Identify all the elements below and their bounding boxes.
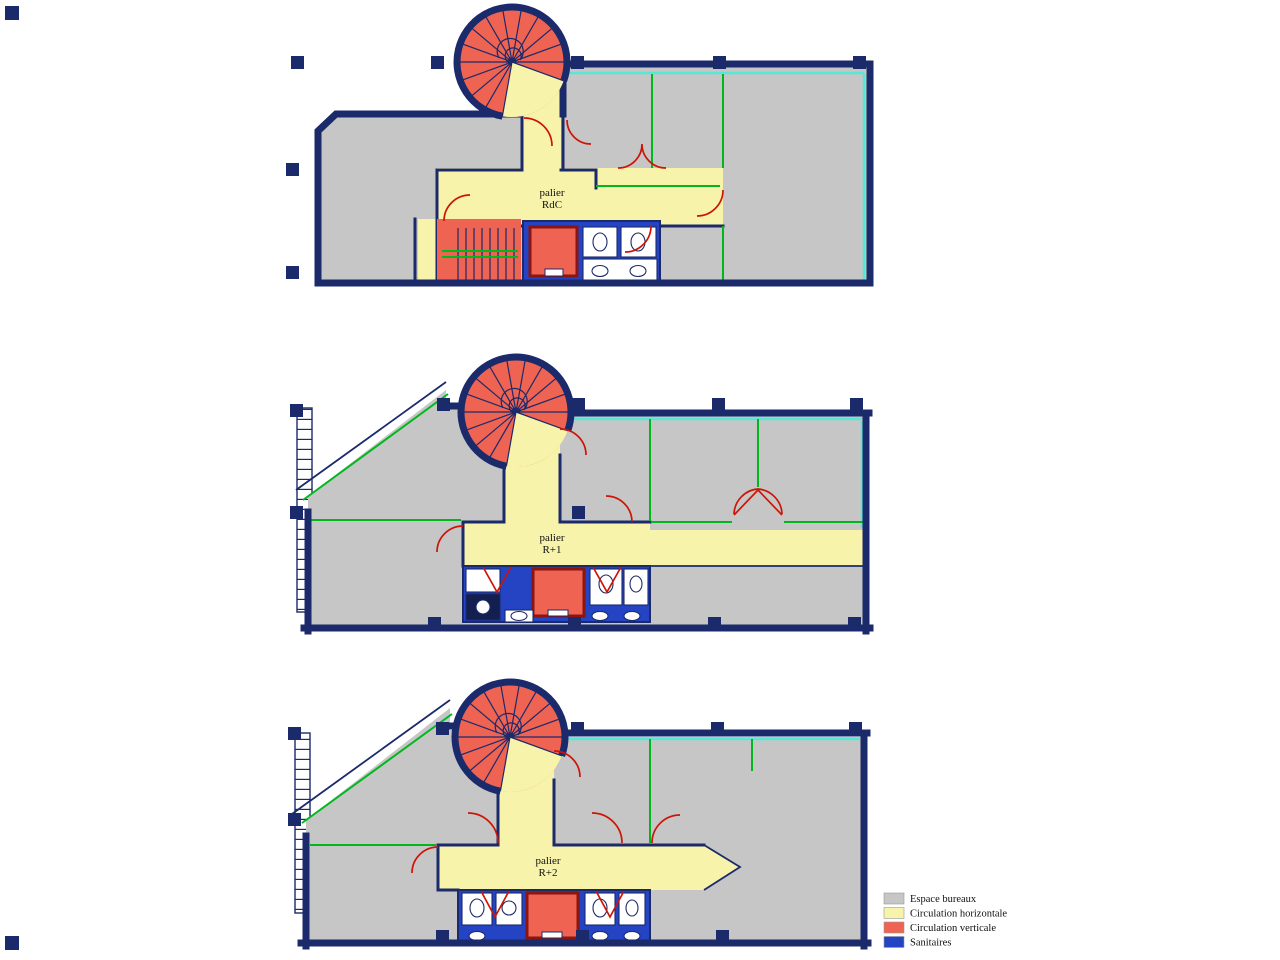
spiral-staircase	[455, 682, 565, 792]
door-arcs	[411, 750, 681, 874]
legend-label: Espace bureaux	[910, 894, 977, 905]
legend-label: Circulation horizontale	[910, 909, 1007, 920]
floor-plan-r1: palier R+1	[290, 357, 874, 635]
door-arcs	[436, 428, 783, 553]
legend-item: Circulation horizontale	[883, 907, 1007, 920]
legend-swatch-sanitaires	[883, 936, 905, 948]
building-outline	[300, 402, 874, 635]
elevator	[531, 567, 586, 618]
corner-mark-bottom-left	[5, 936, 19, 950]
floor-label: palier R+2	[535, 855, 560, 879]
building-outline	[314, 60, 874, 287]
legend-label: Sanitaires	[910, 938, 951, 949]
sanitary-block	[457, 889, 651, 944]
corridor	[418, 62, 723, 283]
legend-item: Circulation verticale	[883, 921, 996, 934]
floor-label-line2: R+1	[542, 544, 561, 556]
floor-label: palier RdC	[539, 187, 564, 211]
office-area	[308, 390, 866, 628]
floor-label-line2: RdC	[542, 199, 562, 211]
legend-swatch-circulation-horizontale	[883, 907, 905, 919]
legend-item: Sanitaires	[883, 936, 951, 949]
floor-label: palier R+1	[539, 532, 564, 556]
floor-label-line1: palier	[535, 855, 560, 867]
legend-label: Circulation verticale	[910, 923, 996, 934]
floor-label-line1: palier	[539, 532, 564, 544]
door-arcs	[443, 117, 724, 253]
structural-columns	[288, 722, 862, 943]
partition-lines	[302, 393, 864, 528]
glazed-facade	[291, 699, 451, 815]
floor-plan-r2: palier R+2	[288, 682, 872, 950]
sanitary-block	[462, 565, 651, 623]
structural-columns	[286, 56, 866, 279]
partition-lines	[569, 71, 866, 283]
sanitary-fixtures	[461, 892, 646, 942]
sanitary-fixtures	[465, 568, 649, 623]
spiral-staircase	[461, 357, 571, 467]
stair-block	[437, 219, 521, 284]
legend-swatch-circulation-verticale	[883, 921, 905, 934]
glazed-facade	[295, 381, 447, 491]
interior-walls	[436, 778, 742, 892]
stair-treads	[457, 228, 515, 280]
legend-swatch-espace-bureaux	[883, 892, 905, 905]
interior-walls	[461, 453, 866, 568]
sanitary-block	[522, 220, 661, 285]
floor-label-line1: palier	[539, 187, 564, 199]
elevator	[528, 225, 579, 278]
structural-columns	[290, 398, 863, 630]
spiral-staircase	[457, 7, 567, 117]
elevator	[525, 891, 580, 940]
floor-label-line2: R+2	[538, 867, 557, 879]
floor-plan-rdc: palier RdC	[286, 7, 874, 287]
legend-item: Espace bureaux	[883, 892, 977, 905]
legend: Espace bureaux Circulation horizontale C…	[883, 892, 1007, 949]
corner-mark-top-left	[5, 6, 19, 20]
stair-handrail	[442, 250, 518, 258]
